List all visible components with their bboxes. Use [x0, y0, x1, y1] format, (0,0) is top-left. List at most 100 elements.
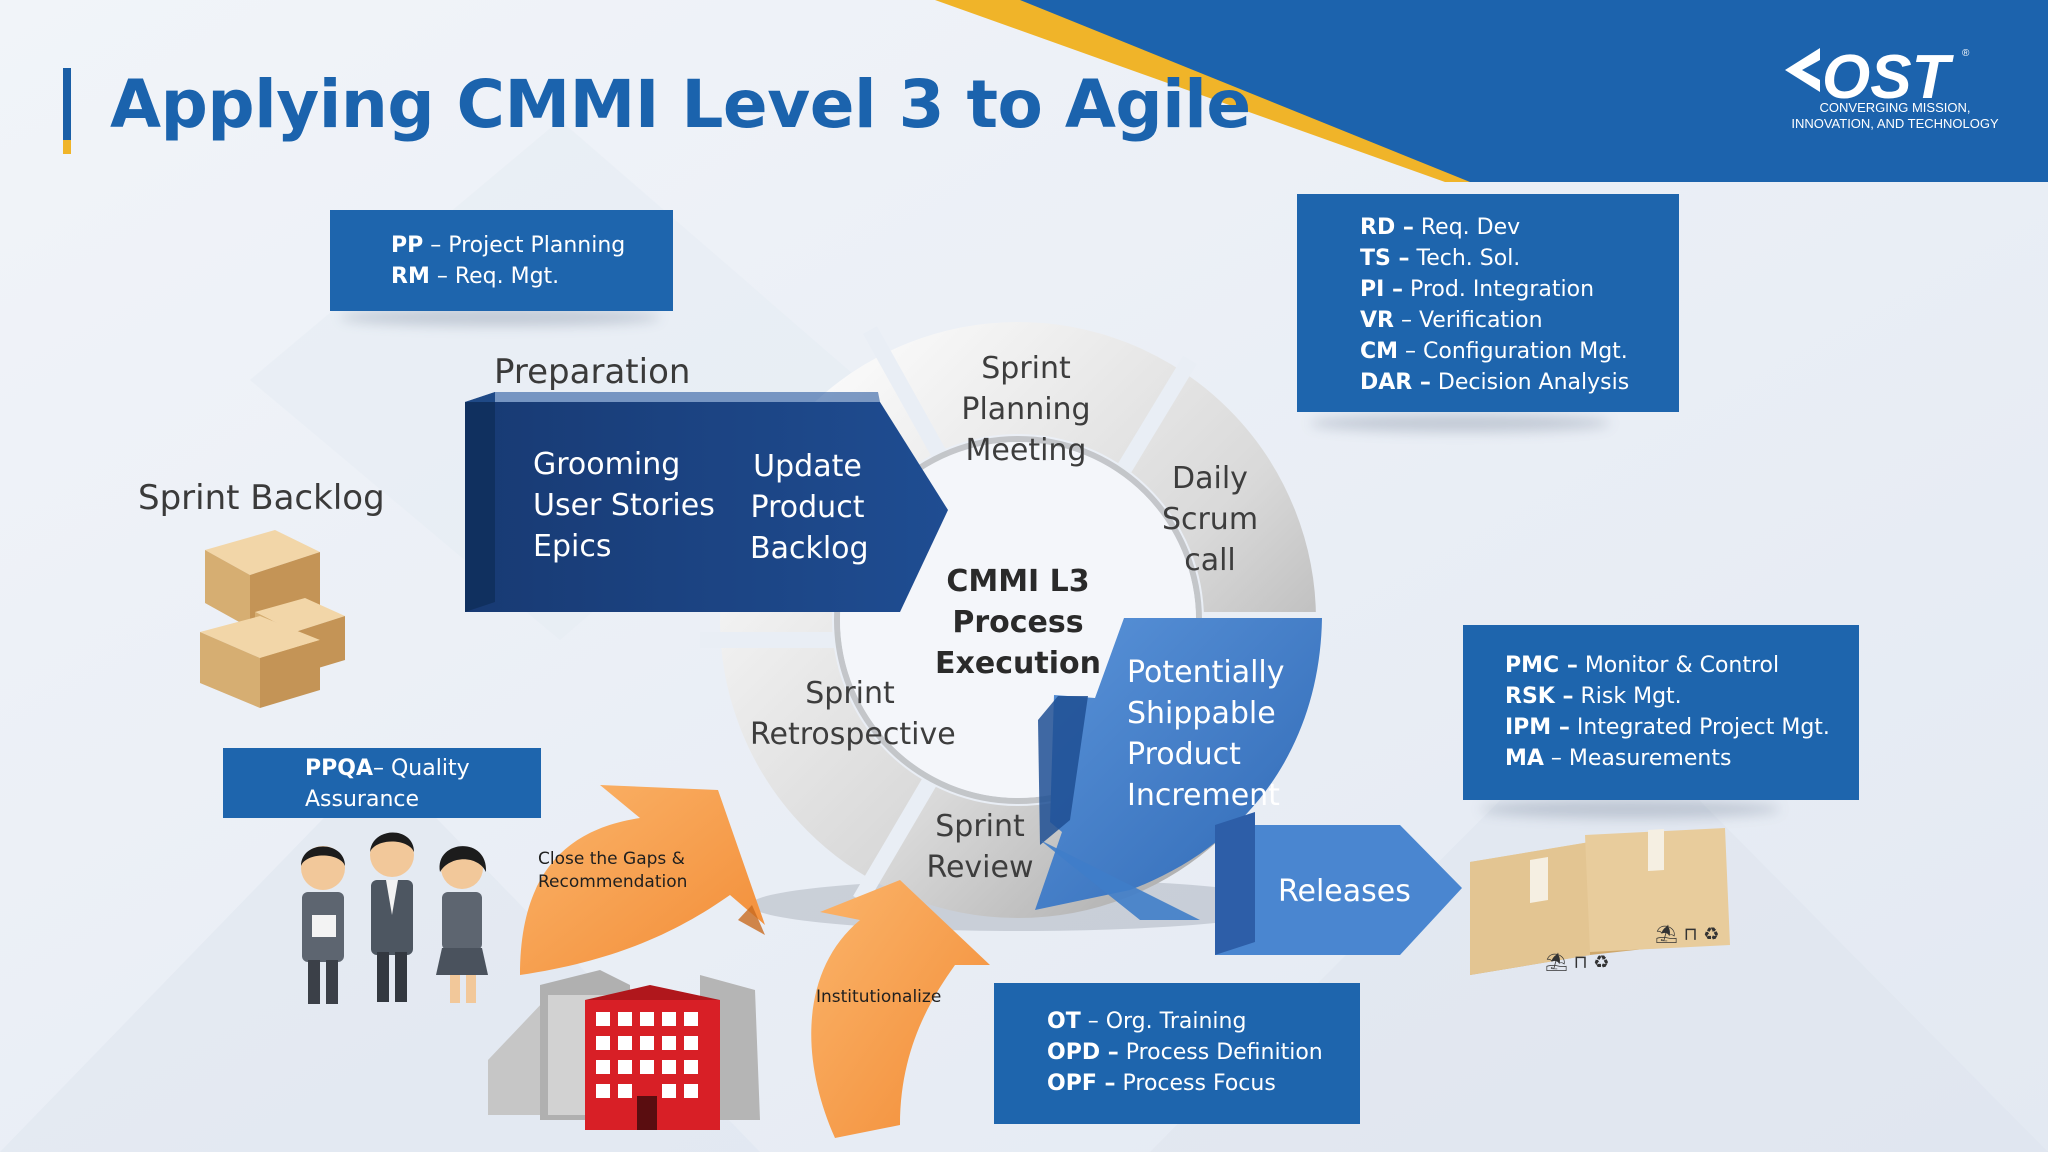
preparation-line: Update: [753, 449, 862, 484]
pa-text: – Req. Mgt.: [429, 264, 560, 289]
pa-abbr: IPM –: [1505, 715, 1570, 740]
segment-line: Shippable: [1127, 696, 1276, 731]
title-accent-bar: [63, 68, 71, 154]
process-area-pmc: PMC – Monitor & Control: [1505, 650, 1859, 681]
segment-line: Meeting: [965, 433, 1087, 468]
process-area-pp: PP – Project Planning: [391, 230, 673, 261]
preparation-grooming-text: Grooming User Stories Epics: [533, 444, 715, 567]
logo-mark: OST: [1822, 43, 1955, 112]
process-area-opf: OPF – Process Focus: [1047, 1068, 1360, 1099]
close-gaps-line: Recommendation: [538, 872, 688, 892]
title-accent-gold: [63, 140, 71, 154]
institutionalize-label: Institutionalize: [816, 987, 942, 1007]
pa-abbr: RM: [391, 264, 430, 289]
pa-abbr: PMC –: [1505, 653, 1578, 678]
segment-line: Sprint: [805, 676, 895, 711]
pa-text: Risk Mgt.: [1573, 684, 1682, 709]
pa-abbr: MA: [1505, 746, 1544, 771]
pa-abbr: RSK –: [1505, 684, 1574, 709]
process-area-vr: VR – Verification: [1360, 305, 1679, 336]
close-gaps-label: Close the Gaps & Recommendation: [538, 848, 687, 894]
cycle-center-line: CMMI L3: [946, 564, 1090, 599]
project-management-process-areas-box: PMC – Monitor & Control RSK – Risk Mgt. …: [1463, 625, 1859, 800]
logo-tagline-line-2: INNOVATION, AND TECHNOLOGY: [1791, 116, 1999, 131]
process-area-rsk: RSK – Risk Mgt.: [1505, 681, 1859, 712]
logo-registered: ®: [1962, 48, 1970, 59]
segment-line: Product: [1127, 737, 1241, 772]
pa-abbr: DAR –: [1360, 370, 1431, 395]
process-area-ipm: IPM – Integrated Project Mgt.: [1505, 712, 1859, 743]
pa-text: Integrated Project Mgt.: [1569, 715, 1830, 740]
box-shadow: [340, 308, 660, 326]
pa-text: – Configuration Mgt.: [1398, 339, 1628, 364]
segment-line: Increment: [1127, 778, 1280, 813]
logo-tagline-line-1: CONVERGING MISSION,: [1819, 100, 1971, 115]
pa-text: Tech. Sol.: [1409, 246, 1521, 271]
slide-title: Applying CMMI Level 3 to Agile: [110, 66, 1251, 143]
sprint-backlog-label: Sprint Backlog: [138, 478, 385, 518]
pa-abbr: PI –: [1360, 277, 1403, 302]
segment-line: Daily: [1172, 461, 1248, 496]
pa-text: Process Focus: [1115, 1071, 1276, 1096]
box-shadow: [1480, 800, 1780, 818]
ost-logo: OST ®: [1785, 43, 1970, 112]
segment-daily-scrum-call: Daily Scrum call: [1140, 458, 1280, 581]
preparation-line: Backlog: [750, 531, 869, 566]
pa-abbr: OT: [1047, 1009, 1081, 1034]
process-area-ts: TS – Tech. Sol.: [1360, 243, 1679, 274]
segment-sprint-review: Sprint Review: [920, 806, 1040, 888]
pa-abbr: CM: [1360, 339, 1399, 364]
process-area-dar: DAR – Decision Analysis: [1360, 367, 1679, 398]
pa-abbr: RD –: [1360, 215, 1414, 240]
segment-potentially-shippable-increment: Potentially Shippable Product Increment: [1127, 652, 1285, 816]
segment-sprint-retrospective: Sprint Retrospective: [750, 673, 956, 755]
pa-text: – Org. Training: [1080, 1009, 1247, 1034]
pa-abbr: PP: [391, 233, 424, 258]
pa-abbr: VR: [1360, 308, 1394, 333]
releases-label: Releases: [1278, 874, 1411, 909]
pa-text: – Project Planning: [423, 233, 626, 258]
pa-text: – Verification: [1393, 308, 1543, 333]
process-area-pi: PI – Prod. Integration: [1360, 274, 1679, 305]
preparation-line: Product: [750, 490, 865, 525]
preparation-label: Preparation: [494, 352, 691, 392]
process-area-opd: OPD – Process Definition: [1047, 1037, 1360, 1068]
segment-line: call: [1184, 543, 1236, 578]
pa-abbr: TS –: [1360, 246, 1410, 271]
pa-text: Req. Dev: [1413, 215, 1521, 240]
preparation-update-text: Update Product Backlog: [750, 446, 869, 569]
cycle-center-line: Execution: [935, 646, 1101, 681]
box-shadow: [1310, 414, 1610, 432]
pa-text: Monitor & Control: [1577, 653, 1780, 678]
preparation-line: Epics: [533, 529, 612, 564]
process-area-cm: CM – Configuration Mgt.: [1360, 336, 1679, 367]
segment-sprint-planning-meeting: Sprint Planning Meeting: [946, 348, 1106, 471]
logo-tagline: CONVERGING MISSION, INNOVATION, AND TECH…: [1760, 100, 2030, 132]
cycle-center-line: Process: [952, 605, 1084, 640]
pa-abbr: OPF –: [1047, 1071, 1116, 1096]
planning-process-areas-box: PP – Project Planning RM – Req. Mgt.: [330, 210, 673, 311]
segment-line: Sprint: [981, 351, 1071, 386]
preparation-line: Grooming: [533, 447, 681, 482]
process-area-ot: OT – Org. Training: [1047, 1006, 1360, 1037]
segment-line: Potentially: [1127, 655, 1285, 690]
quality-process-area-box: PPQA– Quality Assurance: [223, 748, 541, 818]
organizational-process-areas-box: OT – Org. Training OPD – Process Definit…: [994, 983, 1360, 1124]
process-area-rd: RD – Req. Dev: [1360, 212, 1679, 243]
pa-abbr: PPQA: [305, 756, 373, 781]
pa-text: – Measurements: [1543, 746, 1732, 771]
process-area-ma: MA – Measurements: [1505, 743, 1859, 774]
cycle-center-label: CMMI L3 Process Execution: [918, 561, 1118, 684]
process-area-rm: RM – Req. Mgt.: [391, 261, 673, 292]
close-gaps-line: Close the Gaps &: [538, 849, 685, 869]
segment-line: Planning: [961, 392, 1091, 427]
blue-band: [1020, 0, 2048, 182]
engineering-process-areas-box: RD – Req. Dev TS – Tech. Sol. PI – Prod.…: [1297, 194, 1679, 412]
segment-line: Scrum: [1161, 502, 1259, 537]
segment-line: Review: [926, 850, 1034, 885]
preparation-line: User Stories: [533, 488, 715, 523]
segment-line: Retrospective: [750, 717, 956, 752]
segment-line: Sprint: [935, 809, 1025, 844]
process-area-ppqa-line-2: Assurance: [305, 787, 420, 812]
